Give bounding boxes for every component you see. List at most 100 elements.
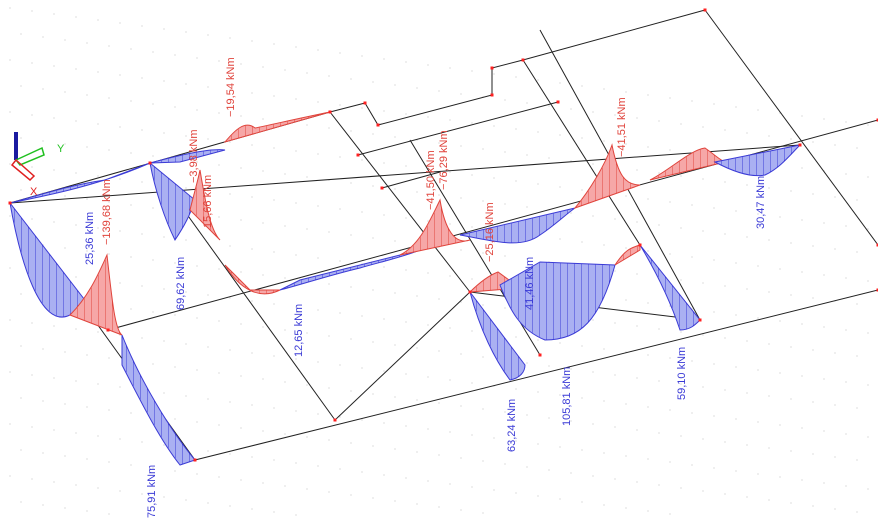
y-axis-icon [14,146,45,166]
grid-dot [504,99,506,101]
grid-dot [273,147,275,149]
grid-dot [64,403,66,405]
grid-dot [119,438,121,440]
grid-dot [636,377,638,379]
grid-dot [625,195,627,197]
grid-dot [559,134,561,136]
grid-dot [383,214,385,216]
coordinate-axis-triad: Y X [10,132,65,198]
grid-dot [757,473,759,475]
grid-dot [757,317,759,319]
grid-dot [141,25,143,27]
grid-dot [9,371,11,373]
grid-dot [427,272,429,274]
grid-dot [735,262,737,264]
grid-dot [537,131,539,133]
grid-dot [306,384,308,386]
grid-dot [636,273,638,275]
grid-dot [592,111,594,113]
grid-dot [339,156,341,158]
grid-dot [768,239,770,241]
grid-dot [669,201,671,203]
grid-dot [845,225,847,227]
grid-dot [141,493,143,495]
grid-dot [273,251,275,253]
grid-dot [284,277,286,279]
grid-dot [812,141,814,143]
grid-dot [856,251,858,253]
grid-dot [735,210,737,212]
moment-label: −3,98 kNm [188,130,200,184]
grid-dot [647,354,649,356]
node-marker [363,101,367,105]
grid-dot [581,449,583,451]
grid-dot [240,63,242,65]
grid-dot [548,417,550,419]
grid-dot [218,216,220,218]
grid-dot [482,408,484,410]
grid-dot [482,512,484,514]
grid-dot [372,497,374,499]
grid-dot [251,92,253,94]
grid-dot [724,389,726,391]
grid-dot [867,384,869,386]
grid-dot [658,380,660,382]
grid-dot [317,49,319,51]
grid-dot [471,434,473,436]
grid-dot [130,152,132,154]
beam-member [334,291,471,421]
grid-dot [801,219,803,221]
node-marker [876,288,878,292]
grid-dot [130,256,132,258]
grid-dot [174,106,176,108]
grid-dot [405,373,407,375]
grid-dot [856,407,858,409]
grid-dot [394,396,396,398]
grid-dot [548,157,550,159]
grid-dot [669,305,671,307]
grid-dot [185,239,187,241]
grid-dot [471,330,473,332]
grid-dot [757,265,759,267]
grid-dot [790,190,792,192]
moment-label: 63,24 kNm [506,399,518,452]
grid-dot [636,117,638,119]
grid-dot [141,129,143,131]
grid-dot [735,314,737,316]
grid-dot [823,482,825,484]
beam-member [329,102,366,113]
grid-dot [273,303,275,305]
grid-dot [306,124,308,126]
grid-dot [350,78,352,80]
grid-dot [284,381,286,383]
grid-dot [20,345,22,347]
grid-dot [152,311,154,313]
grid-dot [614,426,616,428]
grid-dot [526,466,528,468]
grid-dot [218,60,220,62]
grid-dot [416,191,418,193]
grid-dot [702,438,704,440]
grid-dot [64,507,66,509]
grid-dot [339,364,341,366]
grid-dot [713,259,715,261]
grid-dot [97,227,99,229]
grid-dot [658,224,660,226]
grid-dot [603,348,605,350]
grid-dot [108,97,110,99]
grid-dot [856,511,858,513]
grid-dot [196,265,198,267]
grid-dot [515,128,517,130]
grid-dot [130,308,132,310]
grid-dot [262,66,264,68]
grid-dot [262,326,264,328]
grid-dot [658,484,660,486]
grid-dot [845,433,847,435]
grid-dot [119,282,121,284]
grid-dot [801,271,803,273]
node-marker [193,458,197,462]
grid-dot [581,189,583,191]
grid-dot [31,166,33,168]
